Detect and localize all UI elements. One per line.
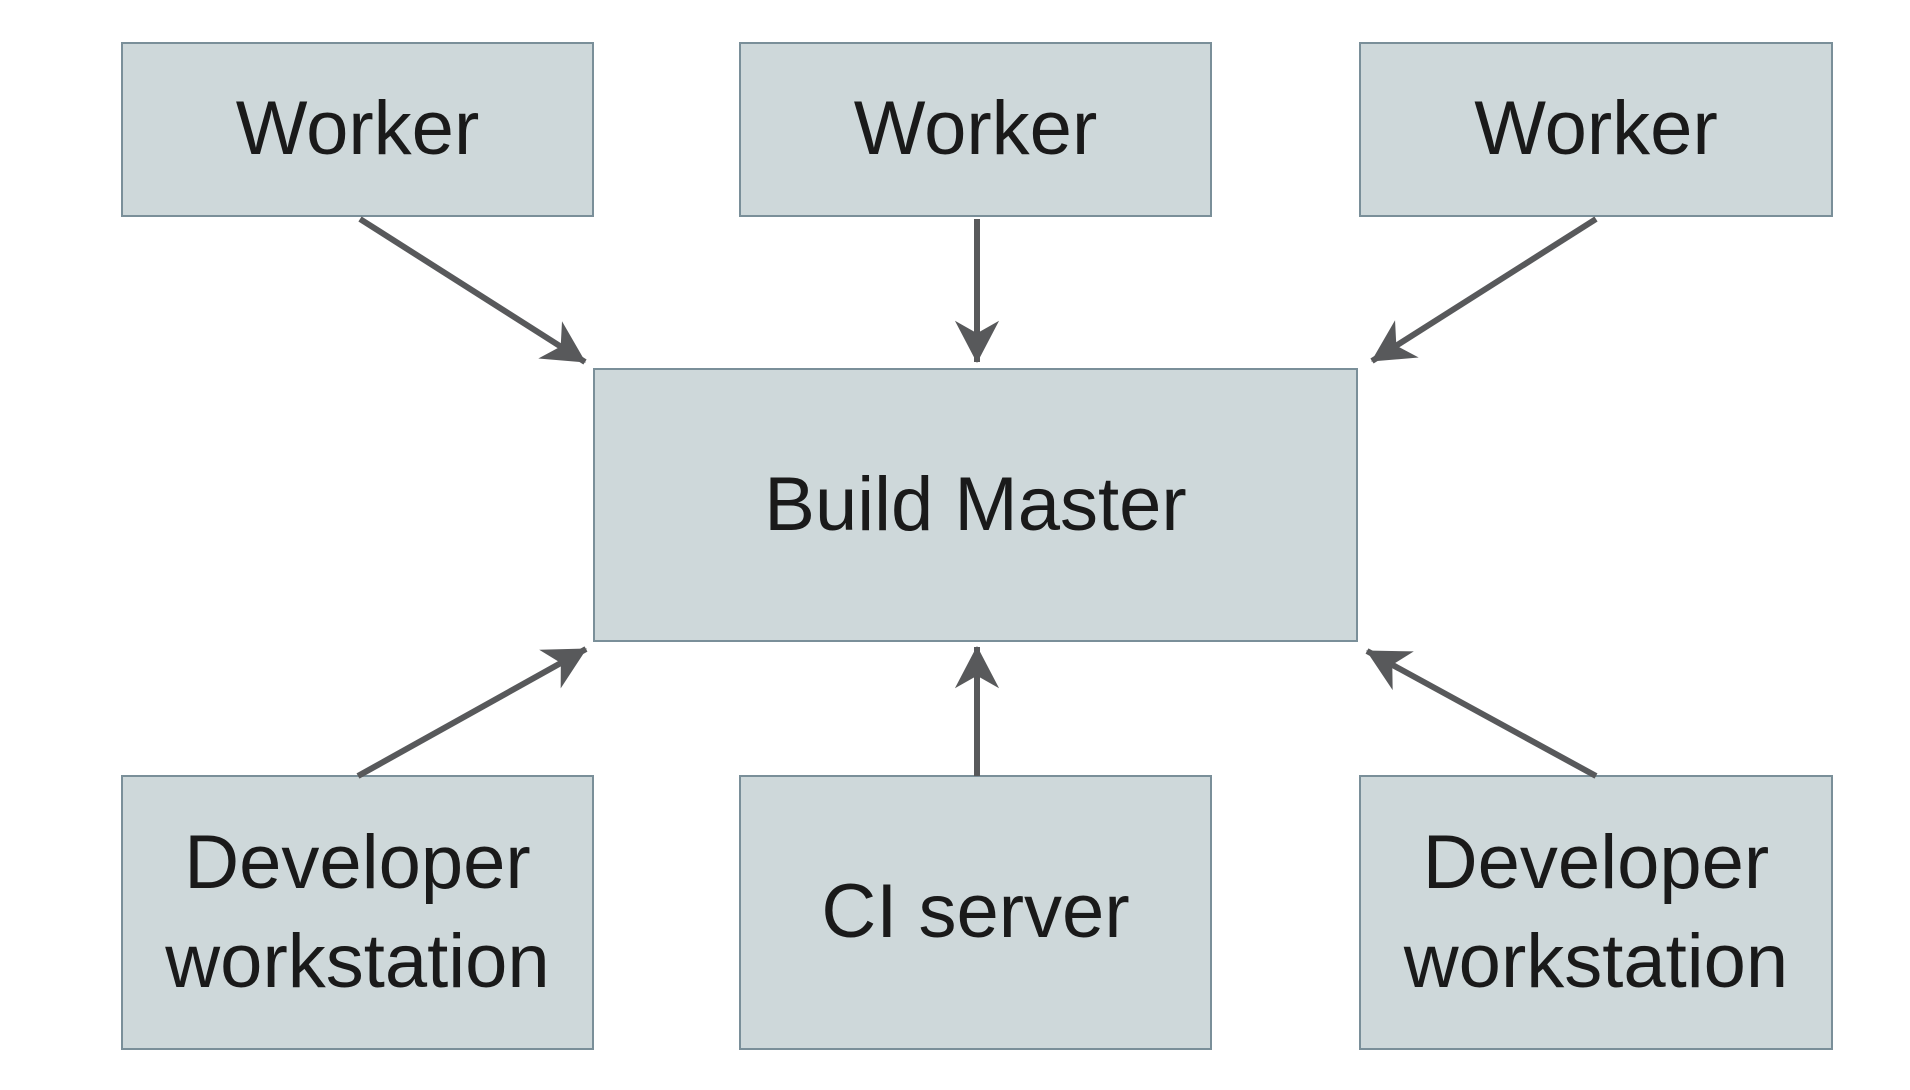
node-ci-server: CI server <box>739 775 1212 1050</box>
node-developer-workstation-right: Developer workstation <box>1359 775 1833 1050</box>
node-build-master: Build Master <box>593 368 1358 642</box>
arrow-dev-workstation-left-to-build-master <box>356 646 588 779</box>
node-worker-2: Worker <box>739 42 1212 217</box>
node-worker-1: Worker <box>121 42 594 217</box>
arrow-dev-workstation-right-to-build-master <box>1365 648 1598 779</box>
arrow-worker3-to-build-master <box>1370 216 1598 364</box>
node-worker-3: Worker <box>1359 42 1833 217</box>
arrow-worker1-to-build-master <box>358 216 587 365</box>
node-developer-workstation-left: Developer workstation <box>121 775 594 1050</box>
